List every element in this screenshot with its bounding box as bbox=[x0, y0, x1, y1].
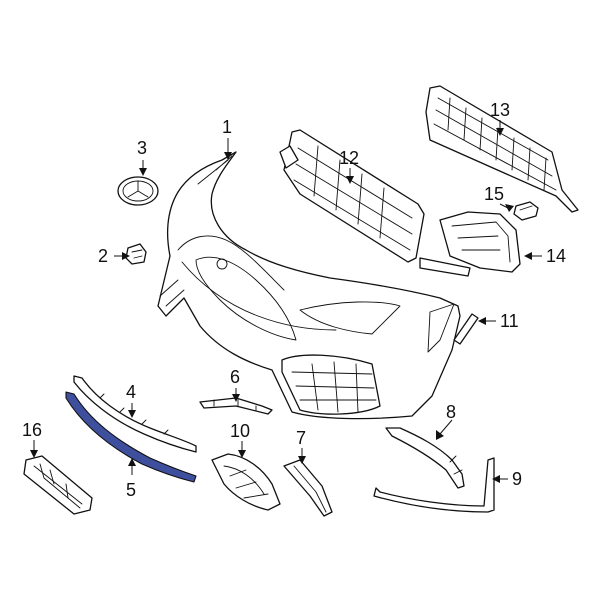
callout-4-label: 4 bbox=[126, 382, 136, 402]
callout-5: 5 bbox=[126, 458, 136, 500]
part-13-upper-grille[interactable] bbox=[425, 85, 579, 213]
callout-16-label: 16 bbox=[22, 420, 42, 440]
part-1-bumper-cover[interactable] bbox=[157, 151, 461, 420]
callout-15: 15 bbox=[484, 184, 514, 212]
callout-2: 2 bbox=[98, 246, 130, 266]
part-4-molding[interactable] bbox=[73, 375, 197, 453]
callout-8-label: 8 bbox=[446, 402, 456, 422]
part-16-license-bracket[interactable] bbox=[23, 455, 93, 515]
callout-3-label: 3 bbox=[137, 138, 147, 158]
part-12-lower-grille[interactable] bbox=[279, 129, 471, 277]
callout-10-label: 10 bbox=[230, 421, 250, 441]
callout-16: 16 bbox=[22, 420, 42, 458]
part-6-bracket[interactable] bbox=[199, 397, 273, 415]
part-10-fog-grille[interactable] bbox=[211, 453, 281, 511]
part-15-sensor[interactable] bbox=[513, 201, 539, 221]
callout-14: 14 bbox=[524, 246, 566, 266]
callout-13: 13 bbox=[490, 100, 510, 136]
callout-4: 4 bbox=[126, 382, 136, 418]
part-2-bracket[interactable] bbox=[125, 243, 147, 265]
callout-13-label: 13 bbox=[490, 100, 510, 120]
callout-9: 9 bbox=[492, 469, 522, 489]
part-11-trim-strip[interactable] bbox=[453, 313, 479, 345]
callout-5-label: 5 bbox=[126, 480, 136, 500]
callout-11: 11 bbox=[478, 311, 519, 331]
callout-9-label: 9 bbox=[512, 469, 522, 489]
callout-12: 12 bbox=[339, 148, 359, 184]
callout-1: 1 bbox=[222, 117, 232, 160]
callout-8: 8 bbox=[436, 402, 456, 440]
part-5-trim-highlighted[interactable] bbox=[65, 391, 197, 483]
part-14-air-duct[interactable] bbox=[439, 211, 521, 273]
callout-15-label: 15 bbox=[484, 184, 504, 204]
callout-12-label: 12 bbox=[339, 148, 359, 168]
callout-3: 3 bbox=[137, 138, 147, 176]
callout-6-label: 6 bbox=[230, 367, 240, 387]
part-3-emblem[interactable] bbox=[117, 176, 159, 206]
callout-6: 6 bbox=[230, 367, 240, 402]
callout-7: 7 bbox=[296, 428, 306, 464]
callout-14-label: 14 bbox=[546, 246, 566, 266]
callout-7-label: 7 bbox=[296, 428, 306, 448]
callout-10: 10 bbox=[230, 421, 250, 458]
part-7-corner-trim[interactable] bbox=[283, 459, 333, 517]
part-9-edge-trim[interactable] bbox=[373, 457, 495, 513]
callout-11-label: 11 bbox=[500, 311, 519, 331]
callout-2-label: 2 bbox=[98, 246, 108, 266]
callout-1-label: 1 bbox=[222, 117, 232, 137]
part-8-side-trim[interactable] bbox=[385, 427, 465, 489]
